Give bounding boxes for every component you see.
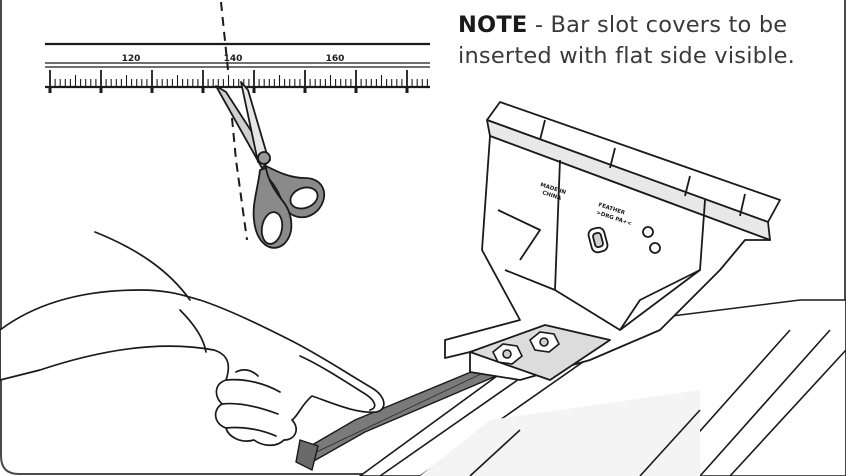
rail-groove-1 xyxy=(469,429,521,476)
slot-cover-ridge xyxy=(309,363,503,456)
bolt-left-center xyxy=(502,349,512,359)
palm-line xyxy=(179,309,207,353)
ruler-nub xyxy=(303,87,307,93)
finger-crease-1 xyxy=(225,378,281,393)
scissors-pivot xyxy=(257,151,271,165)
knuckle xyxy=(235,369,259,377)
rail-shade xyxy=(420,390,700,476)
scissors-icon xyxy=(215,81,326,249)
ruler-nub xyxy=(48,87,52,93)
ruler-nub xyxy=(405,87,409,93)
ruler-nub xyxy=(252,87,256,93)
bracket-gussets xyxy=(497,209,701,331)
bracket-rib-1 xyxy=(539,119,546,141)
ruler-label-160: 160 xyxy=(326,54,345,64)
ruler-label-120: 120 xyxy=(122,54,141,64)
arm-line xyxy=(94,231,191,301)
rail-groove-2 xyxy=(639,409,701,476)
finger-crease-2 xyxy=(221,402,279,415)
scissors-ring-right xyxy=(289,186,319,210)
bracket-slot-inner xyxy=(592,231,604,249)
bolt-icon xyxy=(491,331,561,365)
ruler-nub xyxy=(354,87,358,93)
bolt-right-center xyxy=(539,337,549,347)
bracket-rib-2 xyxy=(609,147,616,169)
hand-icon xyxy=(0,231,385,447)
note-line-2: inserted with flat side visible. xyxy=(458,43,795,69)
rail-edge-4 xyxy=(699,329,831,476)
slot-cover-end xyxy=(295,439,319,472)
bracket-label-left-2: CHINA xyxy=(541,190,562,202)
note-line-1: Bar slot covers to be xyxy=(550,12,788,38)
bracket-base xyxy=(469,324,611,381)
hand-shape xyxy=(0,289,385,447)
cut-line xyxy=(220,1,248,241)
rail-bar xyxy=(358,299,846,476)
note-text: NOTE - Bar slot covers to be inserted wi… xyxy=(458,10,838,72)
bracket-rib-3 xyxy=(684,175,691,197)
ruler-nub xyxy=(99,87,103,93)
ruler-icon: 120 140 160 xyxy=(45,42,430,93)
finger-crease-3 xyxy=(225,426,277,437)
ruler-nub xyxy=(150,87,154,93)
ruler-label-140: 140 xyxy=(224,54,243,64)
bracket-hole-2 xyxy=(649,242,661,254)
bracket-rib-4 xyxy=(739,193,746,217)
ruler-nub xyxy=(201,87,205,93)
bracket-icon xyxy=(444,101,781,381)
scissors-ring-left xyxy=(260,211,284,245)
ruler-ticks xyxy=(48,70,428,93)
bracket-body xyxy=(444,135,771,381)
note-separator: - xyxy=(527,12,551,38)
rail-edge-5 xyxy=(729,349,846,476)
bracket-hole-1 xyxy=(642,226,654,238)
note-label: NOTE xyxy=(458,12,528,38)
thumb-line xyxy=(299,355,376,411)
